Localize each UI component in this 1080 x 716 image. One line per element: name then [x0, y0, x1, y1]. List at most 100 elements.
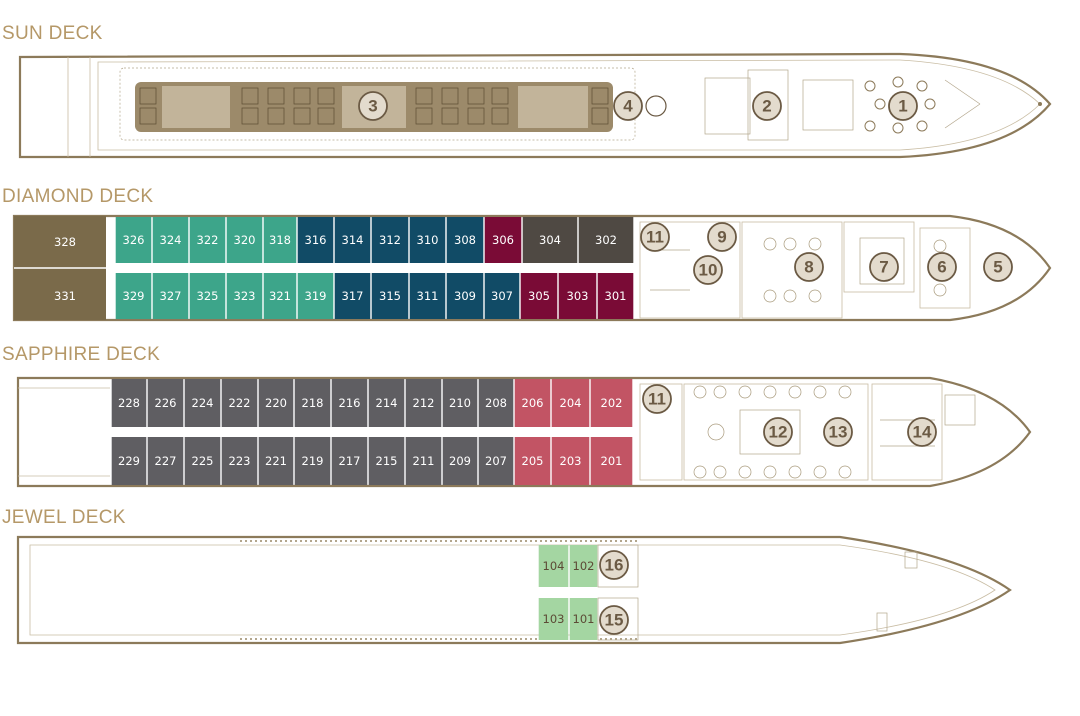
cabin-211[interactable]: 211 — [405, 437, 442, 485]
cabin-304-block — [522, 217, 578, 263]
cabin-219[interactable]: 219 — [294, 437, 331, 485]
cabin-206[interactable]: 206 — [514, 379, 551, 427]
cabin-331[interactable]: 331 — [54, 289, 76, 303]
sapphire-marker-12[interactable]: 12 — [763, 417, 793, 447]
cabin-310-label: 310 — [417, 233, 439, 247]
jewel-marker-15[interactable]: 15 — [599, 605, 629, 635]
cabin-204-block — [551, 379, 590, 427]
cabin-209[interactable]: 209 — [442, 437, 478, 485]
cabin-302-block — [578, 217, 634, 263]
cabin-312[interactable]: 312 — [371, 217, 409, 263]
cabin-328[interactable]: 328 — [54, 235, 76, 249]
cabin-220[interactable]: 220 — [258, 379, 294, 427]
cabin-325[interactable]: 325 — [189, 273, 226, 319]
sapphire-deck-title: SAPPHIRE DECK — [2, 344, 161, 365]
cabin-228[interactable]: 228 — [111, 379, 147, 427]
cabin-210[interactable]: 210 — [442, 379, 478, 427]
diamond-marker-5[interactable]: 5 — [983, 252, 1013, 282]
cabin-203[interactable]: 203 — [551, 437, 590, 485]
diamond-marker-8[interactable]: 8 — [794, 252, 824, 282]
cabin-204[interactable]: 204 — [551, 379, 590, 427]
cabin-302[interactable]: 302 — [578, 217, 634, 263]
cabin-229[interactable]: 229 — [111, 437, 147, 485]
cabin-316[interactable]: 316 — [297, 217, 334, 263]
cabin-308-block — [446, 217, 484, 263]
cabin-320[interactable]: 320 — [226, 217, 263, 263]
cabin-308[interactable]: 308 — [446, 217, 484, 263]
diamond-marker-9[interactable]: 9 — [707, 222, 737, 252]
cabin-327[interactable]: 327 — [152, 273, 189, 319]
cabin-104[interactable]: 104 — [538, 545, 569, 587]
cabin-208[interactable]: 208 — [478, 379, 514, 427]
cabin-324[interactable]: 324 — [152, 217, 189, 263]
cabin-205-label: 205 — [522, 454, 544, 468]
cabin-323[interactable]: 323 — [226, 273, 263, 319]
cabin-317[interactable]: 317 — [334, 273, 371, 319]
cabin-319[interactable]: 319 — [297, 273, 334, 319]
cabin-226[interactable]: 226 — [147, 379, 184, 427]
cabin-225[interactable]: 225 — [184, 437, 221, 485]
cabin-305[interactable]: 305 — [520, 273, 558, 319]
diamond-marker-7[interactable]: 7 — [869, 252, 899, 282]
cabin-314[interactable]: 314 — [334, 217, 371, 263]
cabin-304[interactable]: 304 — [522, 217, 578, 263]
cabin-218-block — [294, 379, 331, 427]
cabin-315[interactable]: 315 — [371, 273, 409, 319]
cabin-316-block — [297, 217, 334, 263]
sun-deck-marker-4[interactable]: 4 — [613, 91, 643, 121]
cabin-324-label: 324 — [160, 233, 182, 247]
marker-10-label: 10 — [699, 261, 718, 280]
cabin-201[interactable]: 201 — [590, 437, 633, 485]
cabin-311-block — [409, 273, 446, 319]
cabin-102[interactable]: 102 — [569, 545, 598, 587]
cabin-222[interactable]: 222 — [221, 379, 258, 427]
sun-deck-marker-3[interactable]: 3 — [358, 91, 388, 121]
diamond-marker-6[interactable]: 6 — [927, 252, 957, 282]
cabin-307[interactable]: 307 — [484, 273, 520, 319]
cabin-318[interactable]: 318 — [263, 217, 297, 263]
cabin-227[interactable]: 227 — [147, 437, 184, 485]
cabin-205[interactable]: 205 — [514, 437, 551, 485]
cabin-223[interactable]: 223 — [221, 437, 258, 485]
sun-deck-marker-2[interactable]: 2 — [752, 91, 782, 121]
cabin-306[interactable]: 306 — [484, 217, 522, 263]
cabin-306-block — [484, 217, 522, 263]
cabin-303[interactable]: 303 — [558, 273, 597, 319]
diamond-marker-11[interactable]: 11 — [640, 222, 670, 252]
sapphire-marker-11[interactable]: 11 — [642, 384, 672, 414]
cabin-311[interactable]: 311 — [409, 273, 446, 319]
cabin-309[interactable]: 309 — [446, 273, 484, 319]
cabin-322[interactable]: 322 — [189, 217, 226, 263]
cabin-216[interactable]: 216 — [331, 379, 368, 427]
cabin-310[interactable]: 310 — [409, 217, 446, 263]
cabin-212[interactable]: 212 — [405, 379, 442, 427]
cabin-217[interactable]: 217 — [331, 437, 368, 485]
cabin-101[interactable]: 101 — [569, 598, 598, 640]
cabin-103[interactable]: 103 — [538, 598, 569, 640]
jewel-marker-16[interactable]: 16 — [599, 550, 629, 580]
cabin-222-block — [221, 379, 258, 427]
sapphire-marker-13[interactable]: 13 — [823, 417, 853, 447]
cabin-207[interactable]: 207 — [478, 437, 514, 485]
cabin-221[interactable]: 221 — [258, 437, 294, 485]
cabin-218[interactable]: 218 — [294, 379, 331, 427]
cabin-326[interactable]: 326 — [115, 217, 152, 263]
cabin-321[interactable]: 321 — [263, 273, 297, 319]
cabin-202[interactable]: 202 — [590, 379, 633, 427]
cabin-329[interactable]: 329 — [115, 273, 152, 319]
diamond-marker-10[interactable]: 10 — [693, 255, 723, 285]
sapphire-marker-14[interactable]: 14 — [907, 417, 937, 447]
cabin-221-block — [258, 437, 294, 485]
cabin-314-label: 314 — [342, 233, 364, 247]
cabin-224[interactable]: 224 — [184, 379, 221, 427]
marker-15-label: 15 — [605, 611, 624, 630]
cabin-212-label: 212 — [413, 396, 435, 410]
cabin-215[interactable]: 215 — [368, 437, 405, 485]
cabin-226-block — [147, 379, 184, 427]
sun-deck-marker-1[interactable]: 1 — [888, 91, 918, 121]
cabin-301[interactable]: 301 — [597, 273, 634, 319]
diamond-deck-title: DIAMOND DECK — [2, 186, 154, 207]
cabin-220-label: 220 — [265, 396, 287, 410]
cabin-214[interactable]: 214 — [368, 379, 405, 427]
